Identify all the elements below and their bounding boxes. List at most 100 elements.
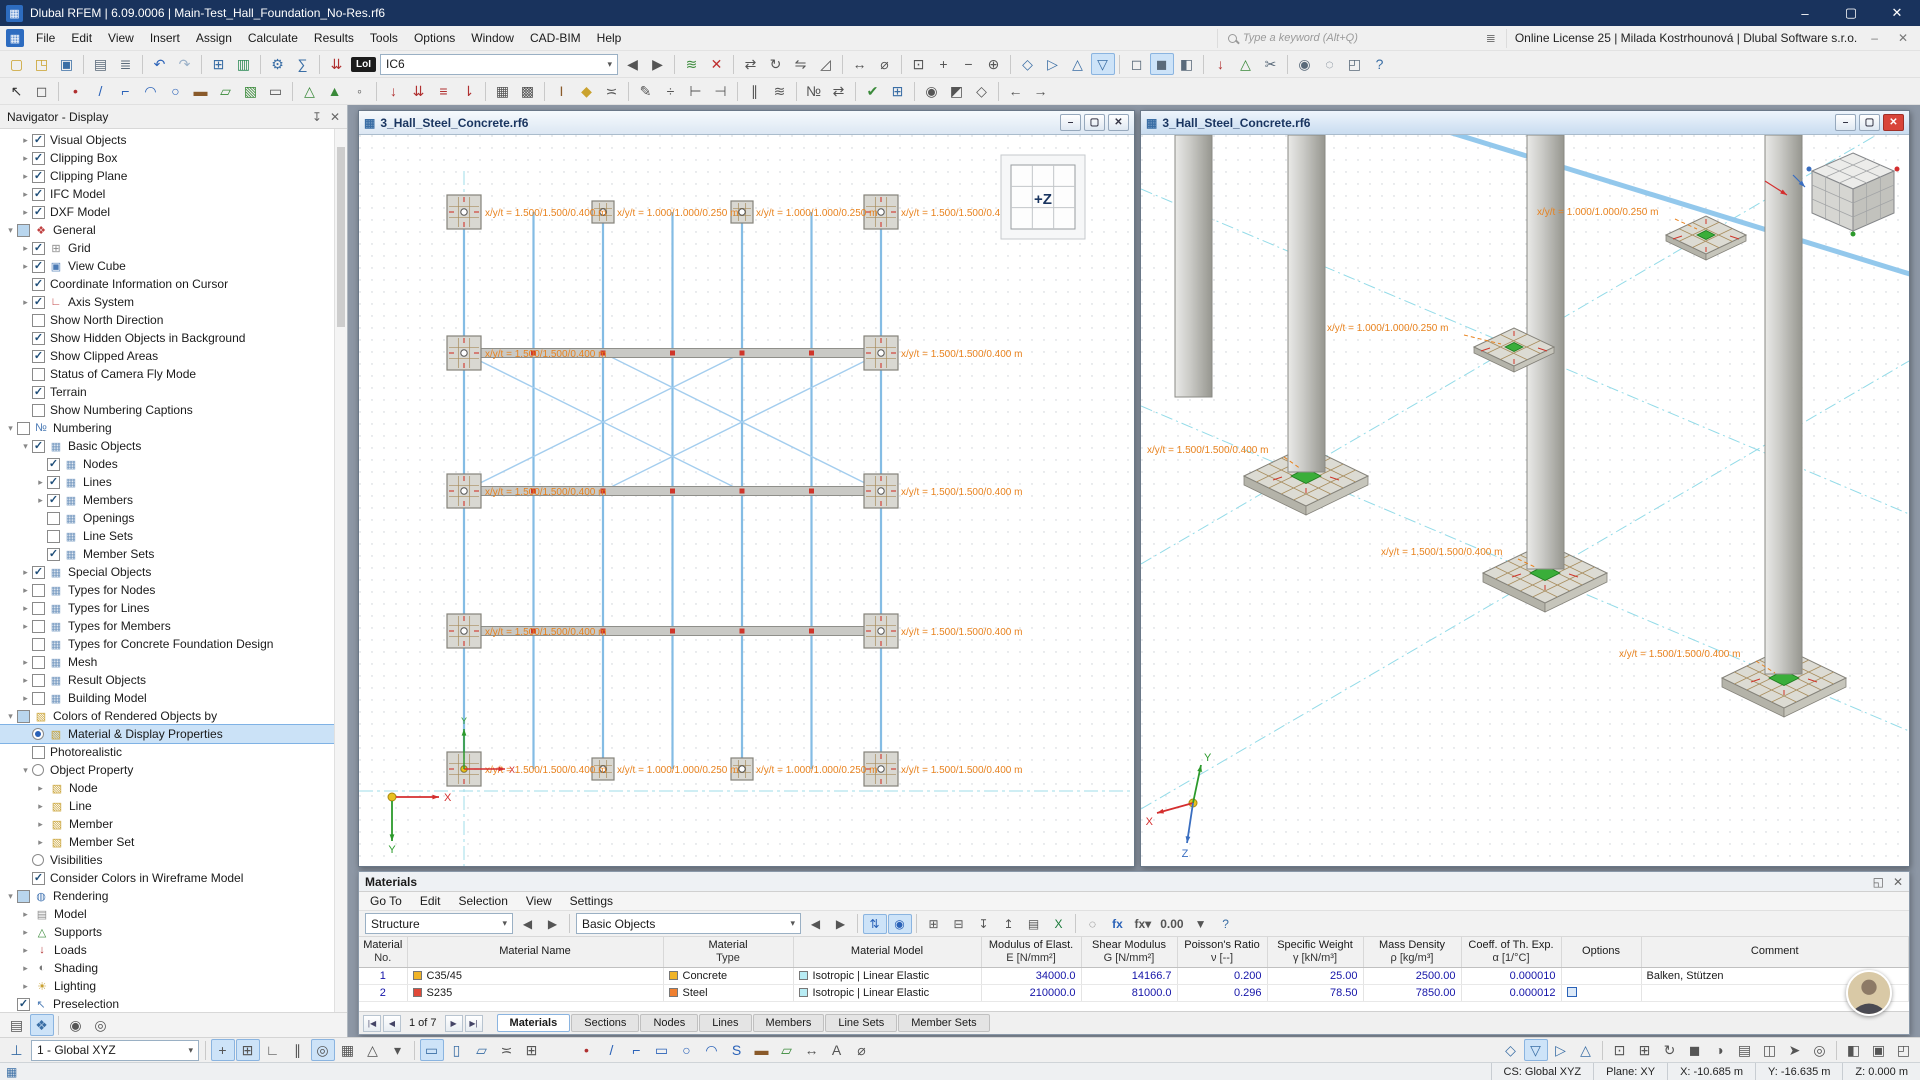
menu-calculate[interactable]: Calculate — [247, 31, 298, 45]
materials-menu-edit[interactable]: Edit — [419, 894, 441, 908]
node-point[interactable] — [877, 627, 885, 635]
expander-icon[interactable]: ▸ — [23, 260, 28, 271]
previous-load-case-icon[interactable]: ◀ — [627, 55, 638, 72]
node-marker[interactable] — [670, 350, 675, 356]
print-icon[interactable]: ▤ — [93, 55, 108, 72]
table-cell[interactable]: C35/45 — [407, 967, 664, 985]
checkbox[interactable] — [17, 223, 30, 237]
view-cube-face[interactable] — [1010, 164, 1076, 230]
free-load-icon[interactable]: ⇂ — [462, 82, 475, 99]
expander-icon[interactable]: ▸ — [23, 602, 28, 613]
workplane-yz-icon[interactable]: ▱ — [476, 1041, 487, 1058]
redo-icon[interactable]: ↷ — [178, 55, 191, 72]
table-cell[interactable] — [1561, 984, 1642, 1002]
node-marker[interactable] — [809, 628, 814, 634]
viewport-minimize-button[interactable]: – — [1835, 114, 1856, 131]
pan-icon[interactable]: ⊕ — [987, 55, 1000, 72]
checkbox[interactable] — [17, 889, 30, 903]
node-marker[interactable] — [739, 350, 745, 356]
table-cell[interactable]: 25.00 — [1267, 967, 1364, 985]
show-results-icon[interactable]: ≋ — [685, 55, 698, 72]
bracing-member-line[interactable] — [463, 352, 743, 492]
surface-load-icon[interactable]: ≡ — [439, 83, 448, 99]
clipping-box-icon[interactable]: ✂ — [1264, 55, 1277, 72]
viewport-close-button[interactable]: ✕ — [1108, 114, 1129, 131]
materials-close-icon[interactable]: ✕ — [1892, 874, 1903, 889]
tree-item-types-for-nodes[interactable]: ▸▦Types for Nodes — [0, 581, 334, 599]
tree-item-clipping-plane[interactable]: ▸Clipping Plane — [0, 167, 334, 185]
radio-button[interactable] — [32, 728, 44, 740]
chevron-down-icon[interactable]: ▾ — [790, 918, 795, 928]
insert-solid-icon[interactable]: ▧ — [243, 82, 258, 99]
expander-icon[interactable]: ▸ — [23, 134, 28, 145]
concrete-column[interactable] — [1174, 135, 1213, 398]
import-table-icon[interactable]: ↧ — [978, 916, 989, 931]
divide-icon[interactable]: ÷ — [666, 83, 675, 99]
node-marker[interactable] — [531, 488, 536, 494]
insert-line-icon[interactable]: / — [98, 83, 103, 99]
camera-view-icon[interactable]: ◎ — [1813, 1041, 1826, 1058]
table-tab-lines[interactable]: Lines — [699, 1014, 752, 1032]
draw-rectangle-icon[interactable]: ▭ — [654, 1041, 669, 1058]
menu-edit[interactable]: Edit — [71, 31, 93, 45]
visibility-eye-icon[interactable]: ◉ — [69, 1016, 82, 1033]
snap-settings-icon[interactable]: ▾ — [393, 1041, 402, 1058]
checkbox[interactable] — [32, 871, 45, 885]
expander-icon[interactable]: ▾ — [8, 710, 13, 721]
ortho-icon[interactable]: ∟ — [265, 1042, 280, 1058]
checkbox[interactable] — [32, 385, 45, 399]
table-tab-members[interactable]: Members — [752, 1014, 825, 1032]
expander-icon[interactable]: ▸ — [23, 674, 28, 685]
radio-button[interactable] — [32, 854, 44, 866]
panel-float-icon[interactable]: ◱ — [1872, 874, 1884, 889]
checkbox[interactable] — [47, 547, 60, 561]
clipping-planes-icon[interactable]: ◩ — [949, 82, 964, 99]
edit-objects-icon[interactable]: ✎ — [639, 82, 652, 99]
table-previous-page-button[interactable]: ◀ — [383, 1014, 401, 1032]
visibility-modes-icon[interactable]: ◉ — [925, 82, 938, 99]
column-header[interactable]: Material Model — [793, 937, 982, 968]
isometric-view-icon[interactable]: ◇ — [1022, 55, 1033, 72]
expander-icon[interactable]: ▸ — [23, 656, 28, 667]
draw-arc-icon[interactable]: ◠ — [705, 1041, 718, 1058]
connect-members-icon[interactable]: ⊢ — [689, 82, 702, 99]
next-filter-icon[interactable]: ▶ — [835, 916, 846, 931]
checkbox[interactable] — [32, 655, 45, 669]
viewport-restore-button[interactable]: ▢ — [1084, 114, 1105, 131]
workplane-xz-icon[interactable]: ▯ — [452, 1041, 461, 1058]
insert-polyline-icon[interactable]: ⌐ — [121, 83, 130, 99]
node-marker[interactable] — [809, 350, 814, 356]
expander-icon[interactable]: ▸ — [38, 476, 43, 487]
view-front-icon[interactable]: ▷ — [1555, 1041, 1566, 1058]
previous-filter-icon[interactable]: ◀ — [810, 916, 821, 931]
tree-item-supports[interactable]: ▸△Supports — [0, 923, 334, 941]
generate-mesh-icon[interactable]: ▦ — [495, 82, 510, 99]
visibilities-icon[interactable]: ◉ — [1298, 55, 1311, 72]
table-cell[interactable]: 2 — [359, 984, 408, 1002]
camera-icon[interactable]: ◎ — [94, 1016, 107, 1033]
tree-item-openings[interactable]: ▦Openings — [0, 509, 334, 527]
node-point[interactable] — [599, 208, 607, 216]
expander-icon[interactable]: ▸ — [23, 926, 28, 937]
checkbox[interactable] — [32, 205, 45, 219]
node-marker[interactable] — [531, 350, 536, 356]
checkbox[interactable] — [32, 691, 45, 705]
table-cell[interactable]: 0.200 — [1177, 967, 1268, 985]
options-flag-icon[interactable] — [1566, 986, 1577, 997]
table-help-icon[interactable]: ? — [1222, 916, 1229, 931]
tree-item-types-for-lines[interactable]: ▸▦Types for Lines — [0, 599, 334, 617]
tree-item-material-display-properties[interactable]: ▧Material & Display Properties — [0, 724, 334, 744]
render-toggle-icon[interactable]: ◼ — [1688, 1041, 1701, 1058]
delete-row-icon[interactable]: ⊟ — [953, 916, 964, 931]
coordinate-system-combo[interactable]: 1 - Global XYZ▾ — [31, 1039, 199, 1061]
extend-trim-icon[interactable]: ⊣ — [714, 82, 727, 99]
materials-menu-view[interactable]: View — [525, 894, 552, 908]
layers-icon[interactable]: ≋ — [773, 82, 786, 99]
draw-surface-icon[interactable]: ▱ — [781, 1041, 792, 1058]
expander-icon[interactable]: ▾ — [8, 224, 13, 235]
tree-item-show-hidden-objects-in-background[interactable]: Show Hidden Objects in Background — [0, 329, 334, 347]
export-table-icon[interactable]: ↥ — [1003, 916, 1014, 931]
tree-item-colors-of-rendered-objects-by[interactable]: ▾▧Colors of Rendered Objects by — [0, 707, 334, 725]
